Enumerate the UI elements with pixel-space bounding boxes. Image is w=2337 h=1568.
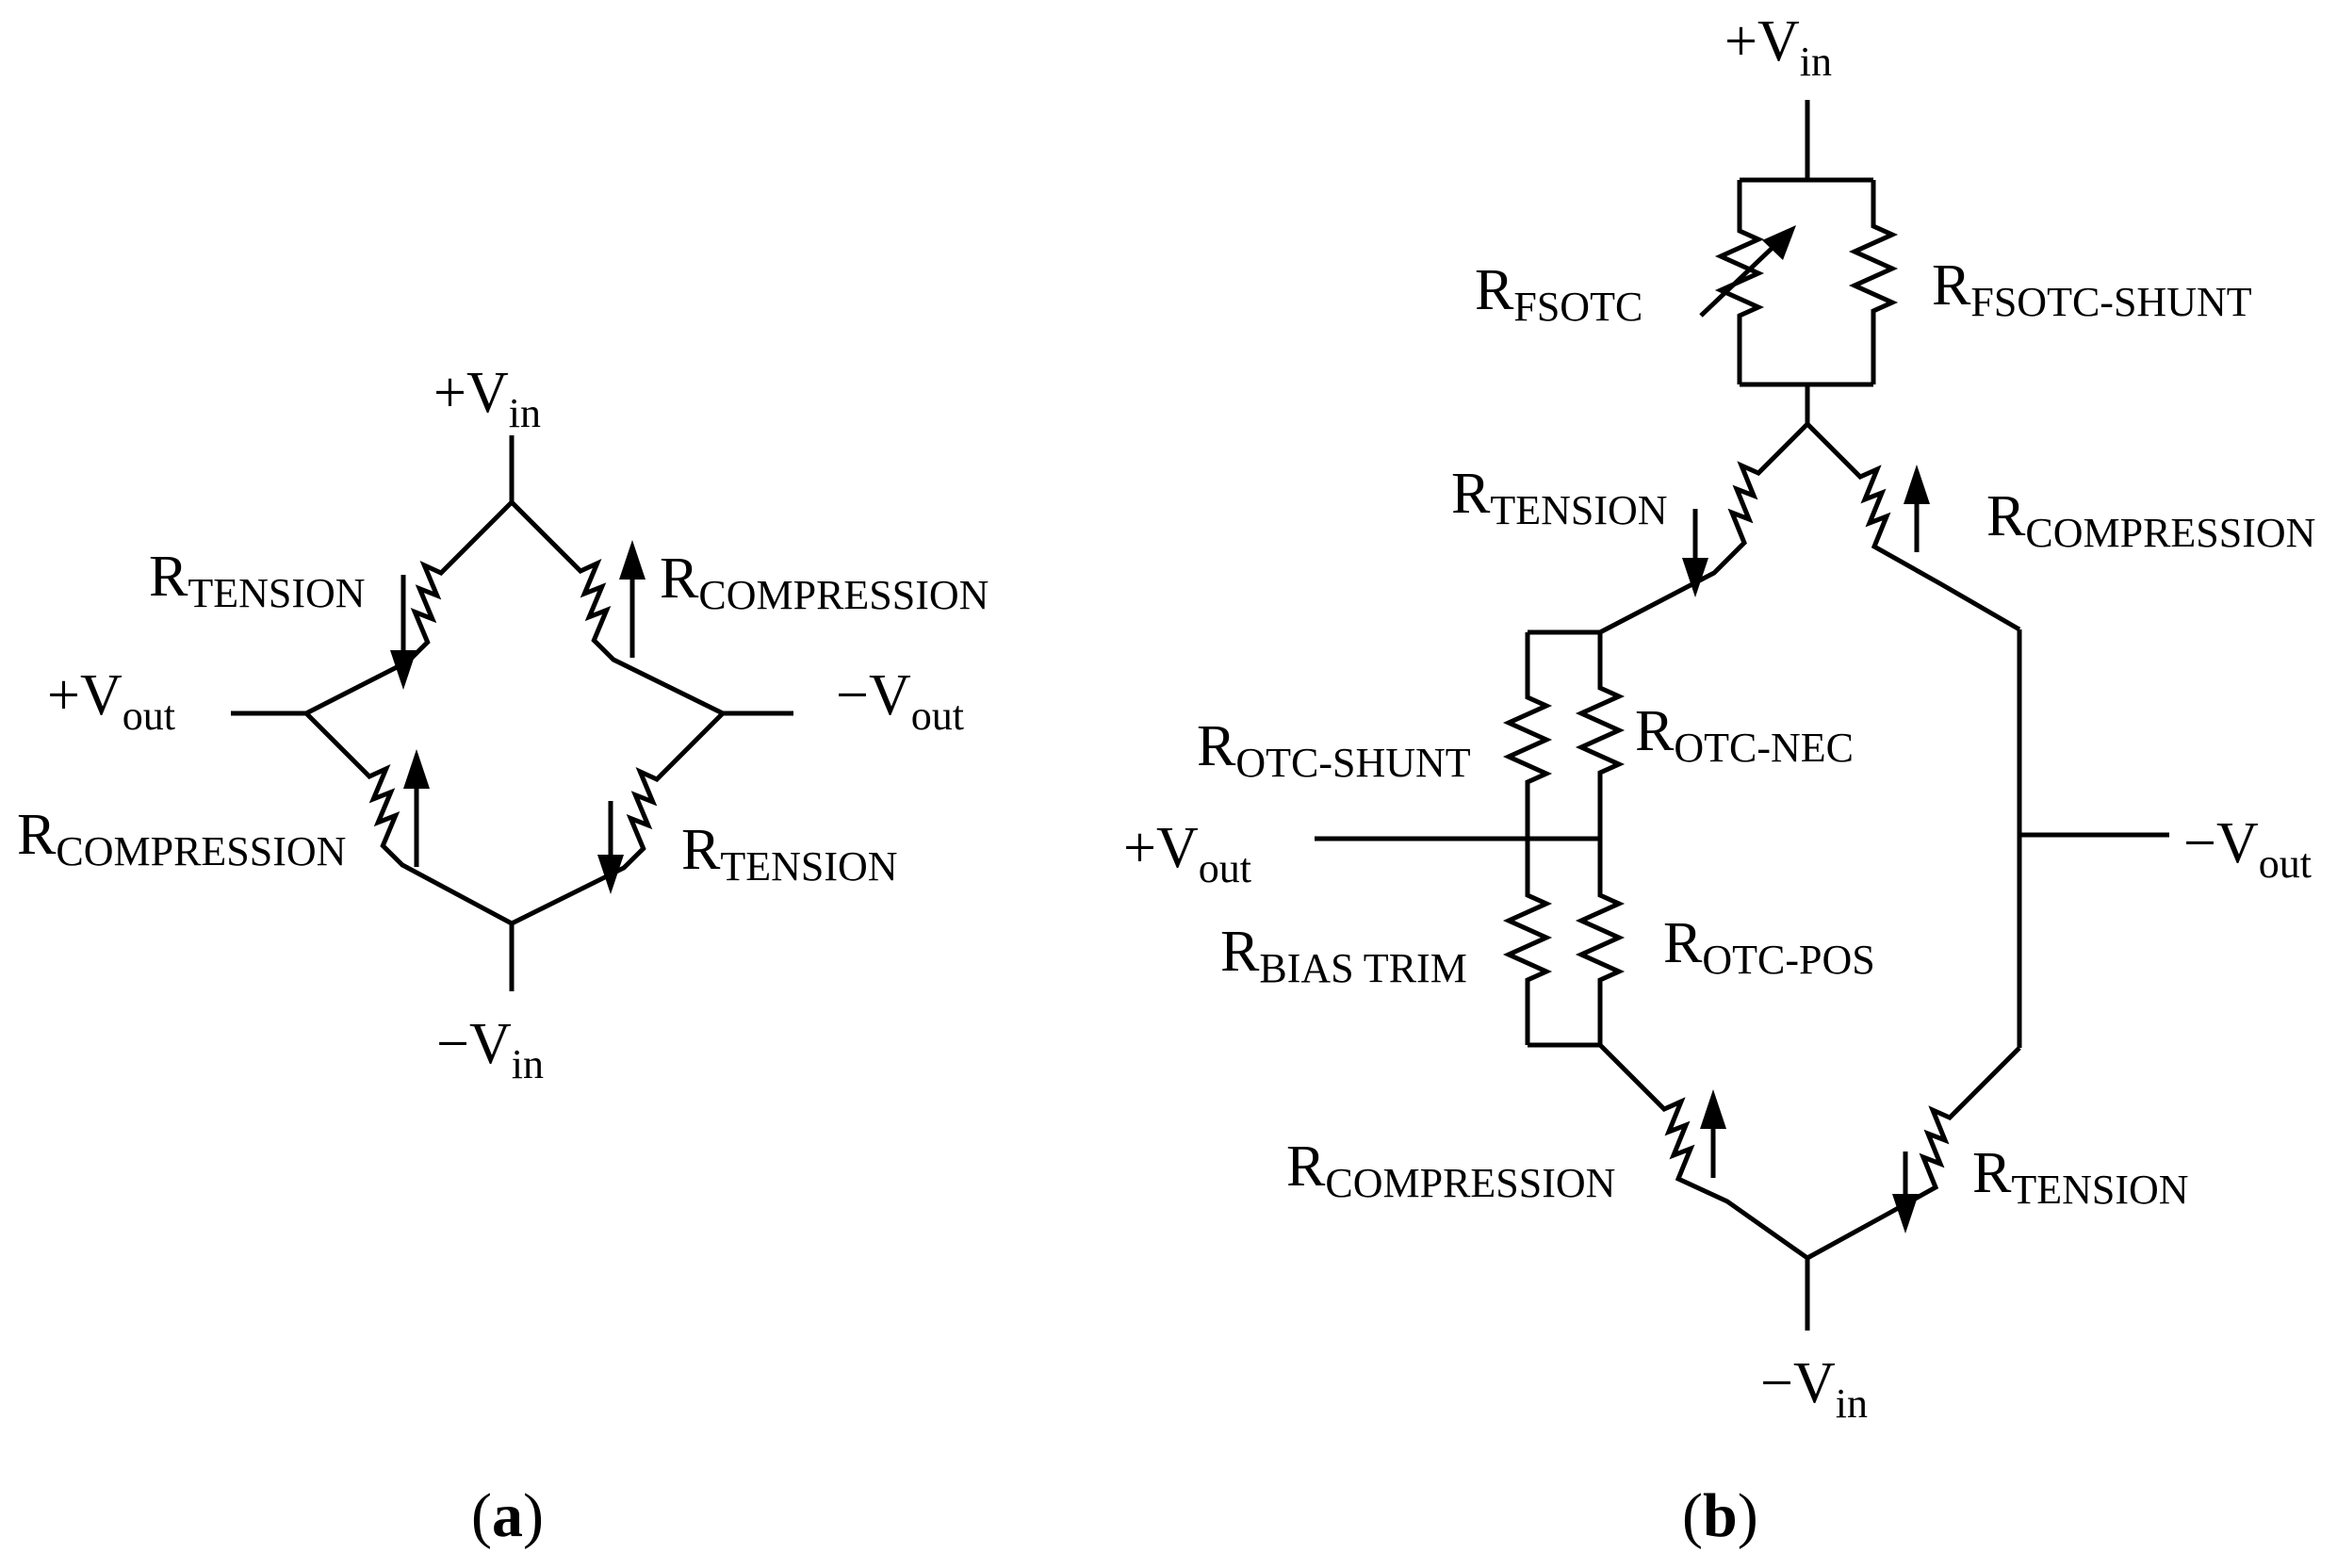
r-tension-bottom-label: RTENSION xyxy=(1972,1141,2189,1213)
r-fsotc-label: RFSOTC xyxy=(1475,258,1642,330)
figure-b-resistor-otc-shunt xyxy=(1502,632,1553,839)
vout-pos-label: +Vout xyxy=(1123,816,1251,891)
figure-a-resistor-tension-bottom xyxy=(510,711,725,926)
figure-a-caption: (a) xyxy=(471,1481,544,1550)
arrow-up-icon xyxy=(619,540,646,580)
figure-b-resistor-fsotc-shunt xyxy=(1848,180,1899,384)
r-bias-trim-label: RBIAS TRIM xyxy=(1220,920,1467,991)
arrow-down-icon xyxy=(390,650,417,690)
figure-a-resistor-compression-bottom xyxy=(304,711,514,926)
arrow-down-icon xyxy=(1682,558,1708,597)
figure-b-resistor-tension-top xyxy=(1598,422,1809,635)
vin-pos-label: +Vin xyxy=(1724,9,1832,85)
arrow-down-icon xyxy=(1892,1194,1919,1233)
arrow-variable-icon xyxy=(1762,225,1796,260)
r-compression-top-label: RCOMPRESSION xyxy=(660,547,989,618)
vout-neg-label: −Vout xyxy=(2183,811,2312,887)
vin-pos-label: +Vin xyxy=(433,361,541,436)
figure-b-resistor-otc-nec xyxy=(1575,632,1626,839)
figure-a-wires xyxy=(231,435,793,991)
vin-neg-label: −Vin xyxy=(1760,1351,1868,1427)
figure-b-resistor-bias-trim xyxy=(1502,839,1553,1045)
r-fsotc-shunt-label: RFSOTC-SHUNT xyxy=(1932,253,2252,325)
r-compression-top-label: RCOMPRESSION xyxy=(1986,484,2315,556)
figure-b-wires xyxy=(1315,100,2169,1331)
r-compression-bottom-label: RCOMPRESSION xyxy=(17,803,346,874)
figure-b-caption: (b) xyxy=(1682,1481,1758,1550)
figure-b-bridge: +Vin −Vin +Vout −Vout RFSOTC RFSOTC-SHUN… xyxy=(1123,9,2315,1550)
r-tension-top-label: RTENSION xyxy=(1451,462,1668,533)
figure-b-arrows xyxy=(1682,465,1930,1233)
figure-b-resistor-fsotc xyxy=(1699,180,1796,384)
r-compression-bottom-label: RCOMPRESSION xyxy=(1286,1135,1615,1206)
figure-b-resistor-compression-top xyxy=(1806,422,2021,632)
vout-neg-label: −Vout xyxy=(836,663,964,739)
arrow-up-icon xyxy=(403,749,430,789)
figure-b-resistor-compression-bottom xyxy=(1598,1043,1809,1261)
r-otc-pos-label: ROTC-POS xyxy=(1663,911,1875,983)
figure-a-resistor-tension-top xyxy=(304,500,514,716)
figure-a-resistor-compression-top xyxy=(510,500,725,716)
r-tension-top-label: RTENSION xyxy=(149,545,366,616)
vin-neg-label: −Vin xyxy=(436,1012,544,1087)
r-otc-shunt-label: ROTC-SHUNT xyxy=(1197,714,1471,786)
figure-b-resistor-otc-pos xyxy=(1575,839,1626,1045)
r-otc-nec-label: ROTC-NEC xyxy=(1635,699,1854,771)
figure-a-arrows xyxy=(390,540,646,894)
r-tension-bottom-label: RTENSION xyxy=(681,818,898,890)
arrow-up-icon xyxy=(1700,1089,1726,1129)
arrow-up-icon xyxy=(1904,465,1930,504)
arrow-down-icon xyxy=(597,855,624,894)
figure-a-bridge: +Vin −Vin +Vout −Vout RTENSION RCOMPRESS… xyxy=(17,361,989,1550)
vout-pos-label: +Vout xyxy=(47,663,175,739)
